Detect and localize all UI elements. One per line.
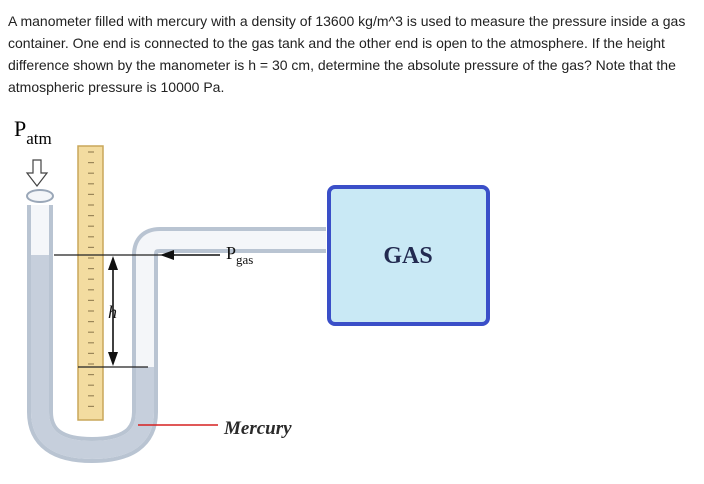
- ruler: [77, 145, 104, 421]
- gas-tank: [327, 185, 490, 326]
- p-atm-base: P: [14, 116, 26, 141]
- p-gas-base: P: [226, 243, 236, 263]
- atmosphere-arrow-icon: [25, 159, 49, 187]
- open-tube-end: [26, 189, 54, 203]
- mercury-column: [31, 255, 154, 460]
- p-gas-arrow-icon: [160, 250, 174, 260]
- h-label: h: [108, 302, 117, 322]
- mercury-label: Mercury: [223, 418, 292, 439]
- gas-tank-label: GAS: [383, 243, 432, 269]
- manometer-diagram: Patm h Pgas GAS Mercury: [14, 116, 490, 464]
- p-atm-subscript: atm: [26, 129, 52, 148]
- h-arrow-up-icon: [108, 256, 118, 270]
- p-gas-subscript: gas: [236, 252, 253, 267]
- question-text: A manometer filled with mercury with a d…: [8, 13, 686, 95]
- p-gas-label: Pgas: [226, 243, 253, 267]
- p-atm-label: Patm: [14, 116, 52, 148]
- ruler-ticks: [88, 151, 94, 407]
- h-arrow-down-icon: [108, 352, 118, 366]
